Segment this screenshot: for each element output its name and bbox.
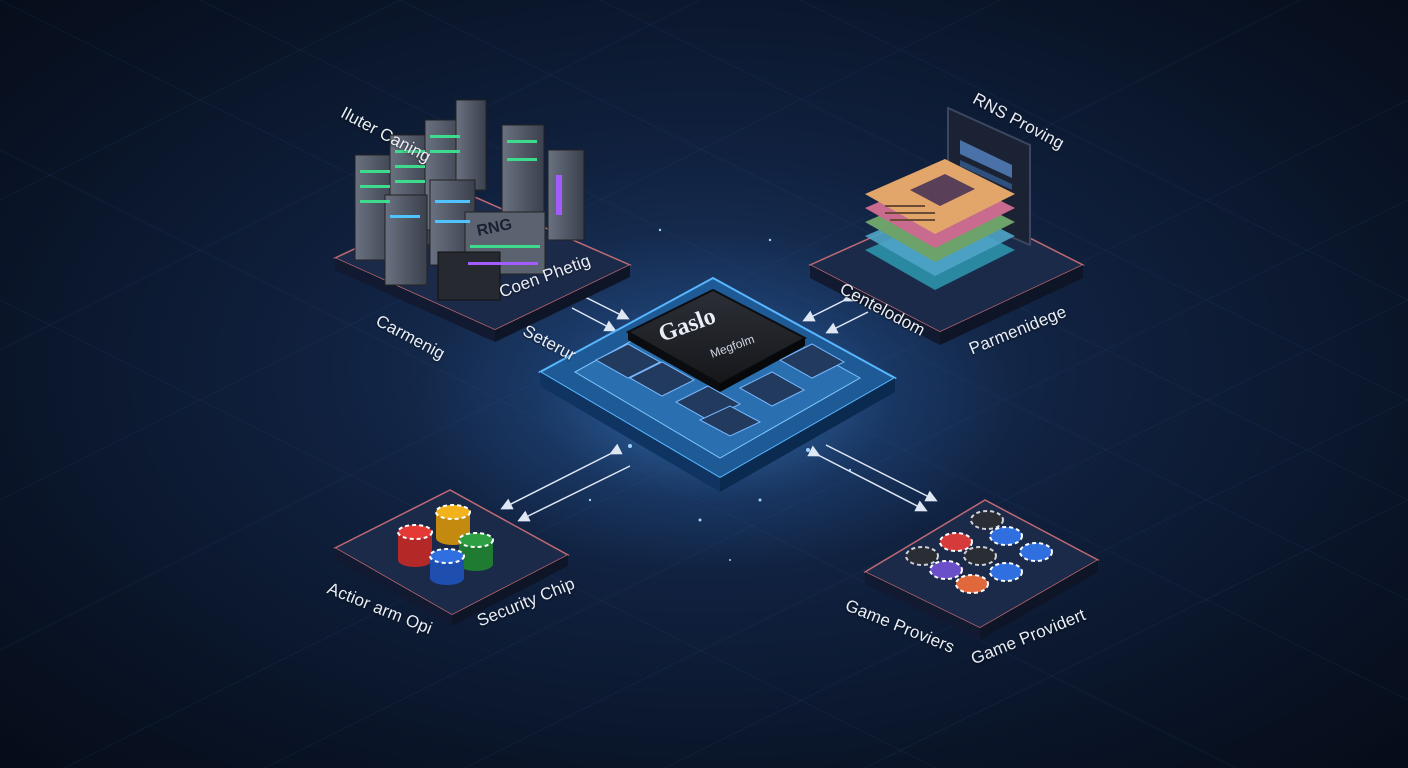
arrow-server-link [574, 287, 630, 320]
sparkles [588, 228, 852, 561]
arrow-rng-link-2 [825, 311, 869, 334]
chip-black-1 [970, 510, 1004, 530]
rng-stack-icon [865, 159, 1015, 290]
casino-chips-icon [397, 504, 494, 585]
casino-core-platform: Gaslo Megfolm [537, 276, 898, 492]
chip-stack-blue [429, 548, 465, 585]
server-platform: RNG [333, 99, 632, 342]
chip-red-1 [939, 532, 973, 552]
arrow-server-link-2 [571, 307, 617, 332]
chip-blue-3 [989, 562, 1023, 582]
arrow-providers-link-2 [825, 444, 938, 502]
chip-stack-green [458, 532, 494, 571]
chip-stack-red [397, 524, 433, 567]
rng-platform [808, 106, 1085, 345]
server-rack-icon [354, 99, 585, 301]
chip-blue-1 [989, 526, 1023, 546]
arrow-rng-link [802, 290, 856, 322]
chips-platform [333, 489, 570, 626]
provider-chips-icon [905, 510, 1053, 594]
chip-black-3 [963, 546, 997, 566]
arrow-chips-link-2 [517, 465, 631, 522]
connection-arrows [500, 287, 938, 522]
chip-orange [955, 574, 989, 594]
core-module-chips [594, 343, 846, 437]
arrow-chips-link [500, 443, 623, 510]
chip-black-2 [905, 546, 939, 566]
chip-purple [929, 560, 963, 580]
processor-icon [625, 288, 808, 392]
chip-blue-2 [1019, 542, 1053, 562]
providers-platform [863, 499, 1100, 640]
arrow-providers-link [807, 445, 928, 512]
